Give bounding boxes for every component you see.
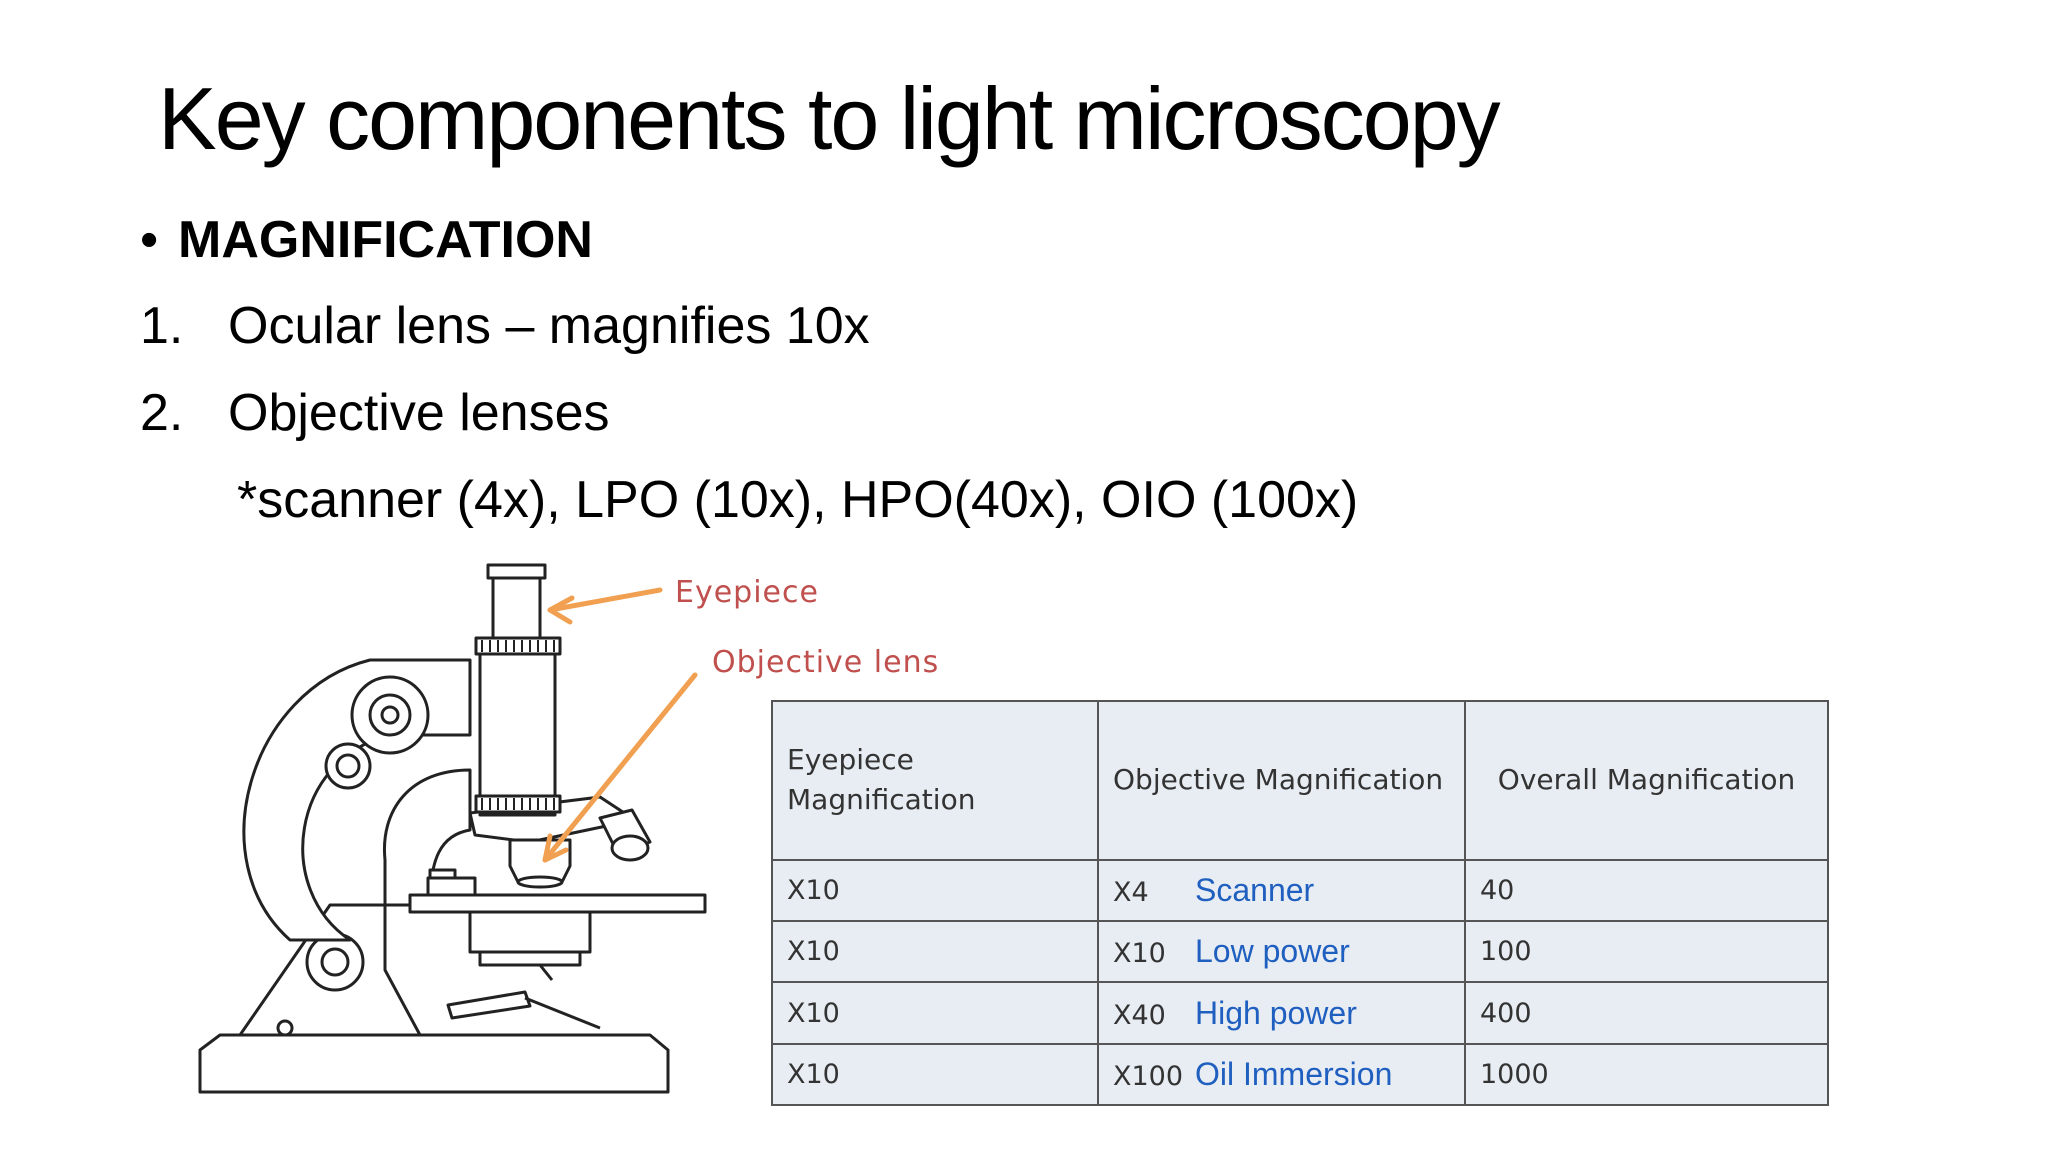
objective-code: X40 [1113,999,1166,1031]
overall-cell: 400 [1464,981,1829,1045]
objective-code: X100 [1113,1060,1184,1092]
objective-cell: X10 Low power [1097,920,1466,984]
objective-cell: X100 Oil Immersion [1097,1042,1466,1107]
list-item-objective: 2. Objective lenses [140,381,610,445]
eyepiece-cell: X10 [771,981,1099,1045]
bullet-dot: • [140,211,159,269]
magnification-table: Eyepiece Magnification Objective Magnifi… [771,700,1829,1107]
eyepiece-cell: X10 [771,920,1099,984]
list-item-text: Ocular lens – magnifies 10x [228,297,870,355]
microscope-base [198,1033,670,1094]
bullet-heading-line: • MAGNIFICATION [140,208,593,272]
eyepiece-cell: X10 [771,858,1099,923]
table-row: X10 X40 High power 400 [771,981,1829,1045]
header-objective: Objective Magnification [1097,700,1466,861]
mirror [446,990,532,1020]
overall-cell: 100 [1464,920,1829,984]
objective-name: Oil Immersion [1195,1055,1393,1092]
objective-cell: X40 High power [1097,981,1466,1045]
objective-code: X4 [1113,876,1149,908]
objective-arrow [542,672,698,863]
list-item-text: Objective lenses [228,384,610,442]
magnification-table-wrap: Eyepiece Magnification Objective Magnifi… [771,700,1829,1107]
eyepiece-label: Eyepiece [675,575,819,610]
list-number: 1. [140,297,184,355]
eyepiece-cell: X10 [771,1042,1099,1107]
header-overall: Overall Magnification [1464,700,1829,861]
overall-cell: 40 [1464,858,1829,923]
table-row: X10 X4 Scanner 40 [771,858,1829,923]
magnification-heading: MAGNIFICATION [178,211,593,269]
condenser [468,910,592,954]
microscope-stage [408,893,707,914]
table-row: X10 X10 Low power 100 [771,920,1829,984]
microscope-diagram: Eyepiece Objective lens [198,563,939,1094]
list-number: 2. [140,384,184,442]
list-item-ocular: 1. Ocular lens – magnifies 10x [140,294,870,358]
stage-clip [426,876,477,897]
body-tube [478,648,557,817]
objective-lens-label: Objective lens [712,645,939,680]
objective-code: X10 [1113,938,1166,970]
overall-cell: 1000 [1464,1042,1829,1107]
header-eyepiece: Eyepiece Magnification [771,700,1099,861]
eyepiece-tube [491,573,542,640]
objective-name: Scanner [1195,871,1315,908]
objective-sub-note: *scanner (4x), LPO (10x), HPO(40x), OIO … [237,471,1359,529]
objective-cell: X4 Scanner [1097,858,1466,923]
eyepiece-arrow [547,587,663,613]
slide-title: Key components to light microscopy [158,69,1501,168]
table-row: X10 X100 Oil Immersion 1000 [771,1042,1829,1107]
objective-name: Low power [1195,933,1350,970]
objective-name: High power [1195,994,1357,1031]
table-header-row: Eyepiece Magnification Objective Magnifi… [771,700,1829,861]
